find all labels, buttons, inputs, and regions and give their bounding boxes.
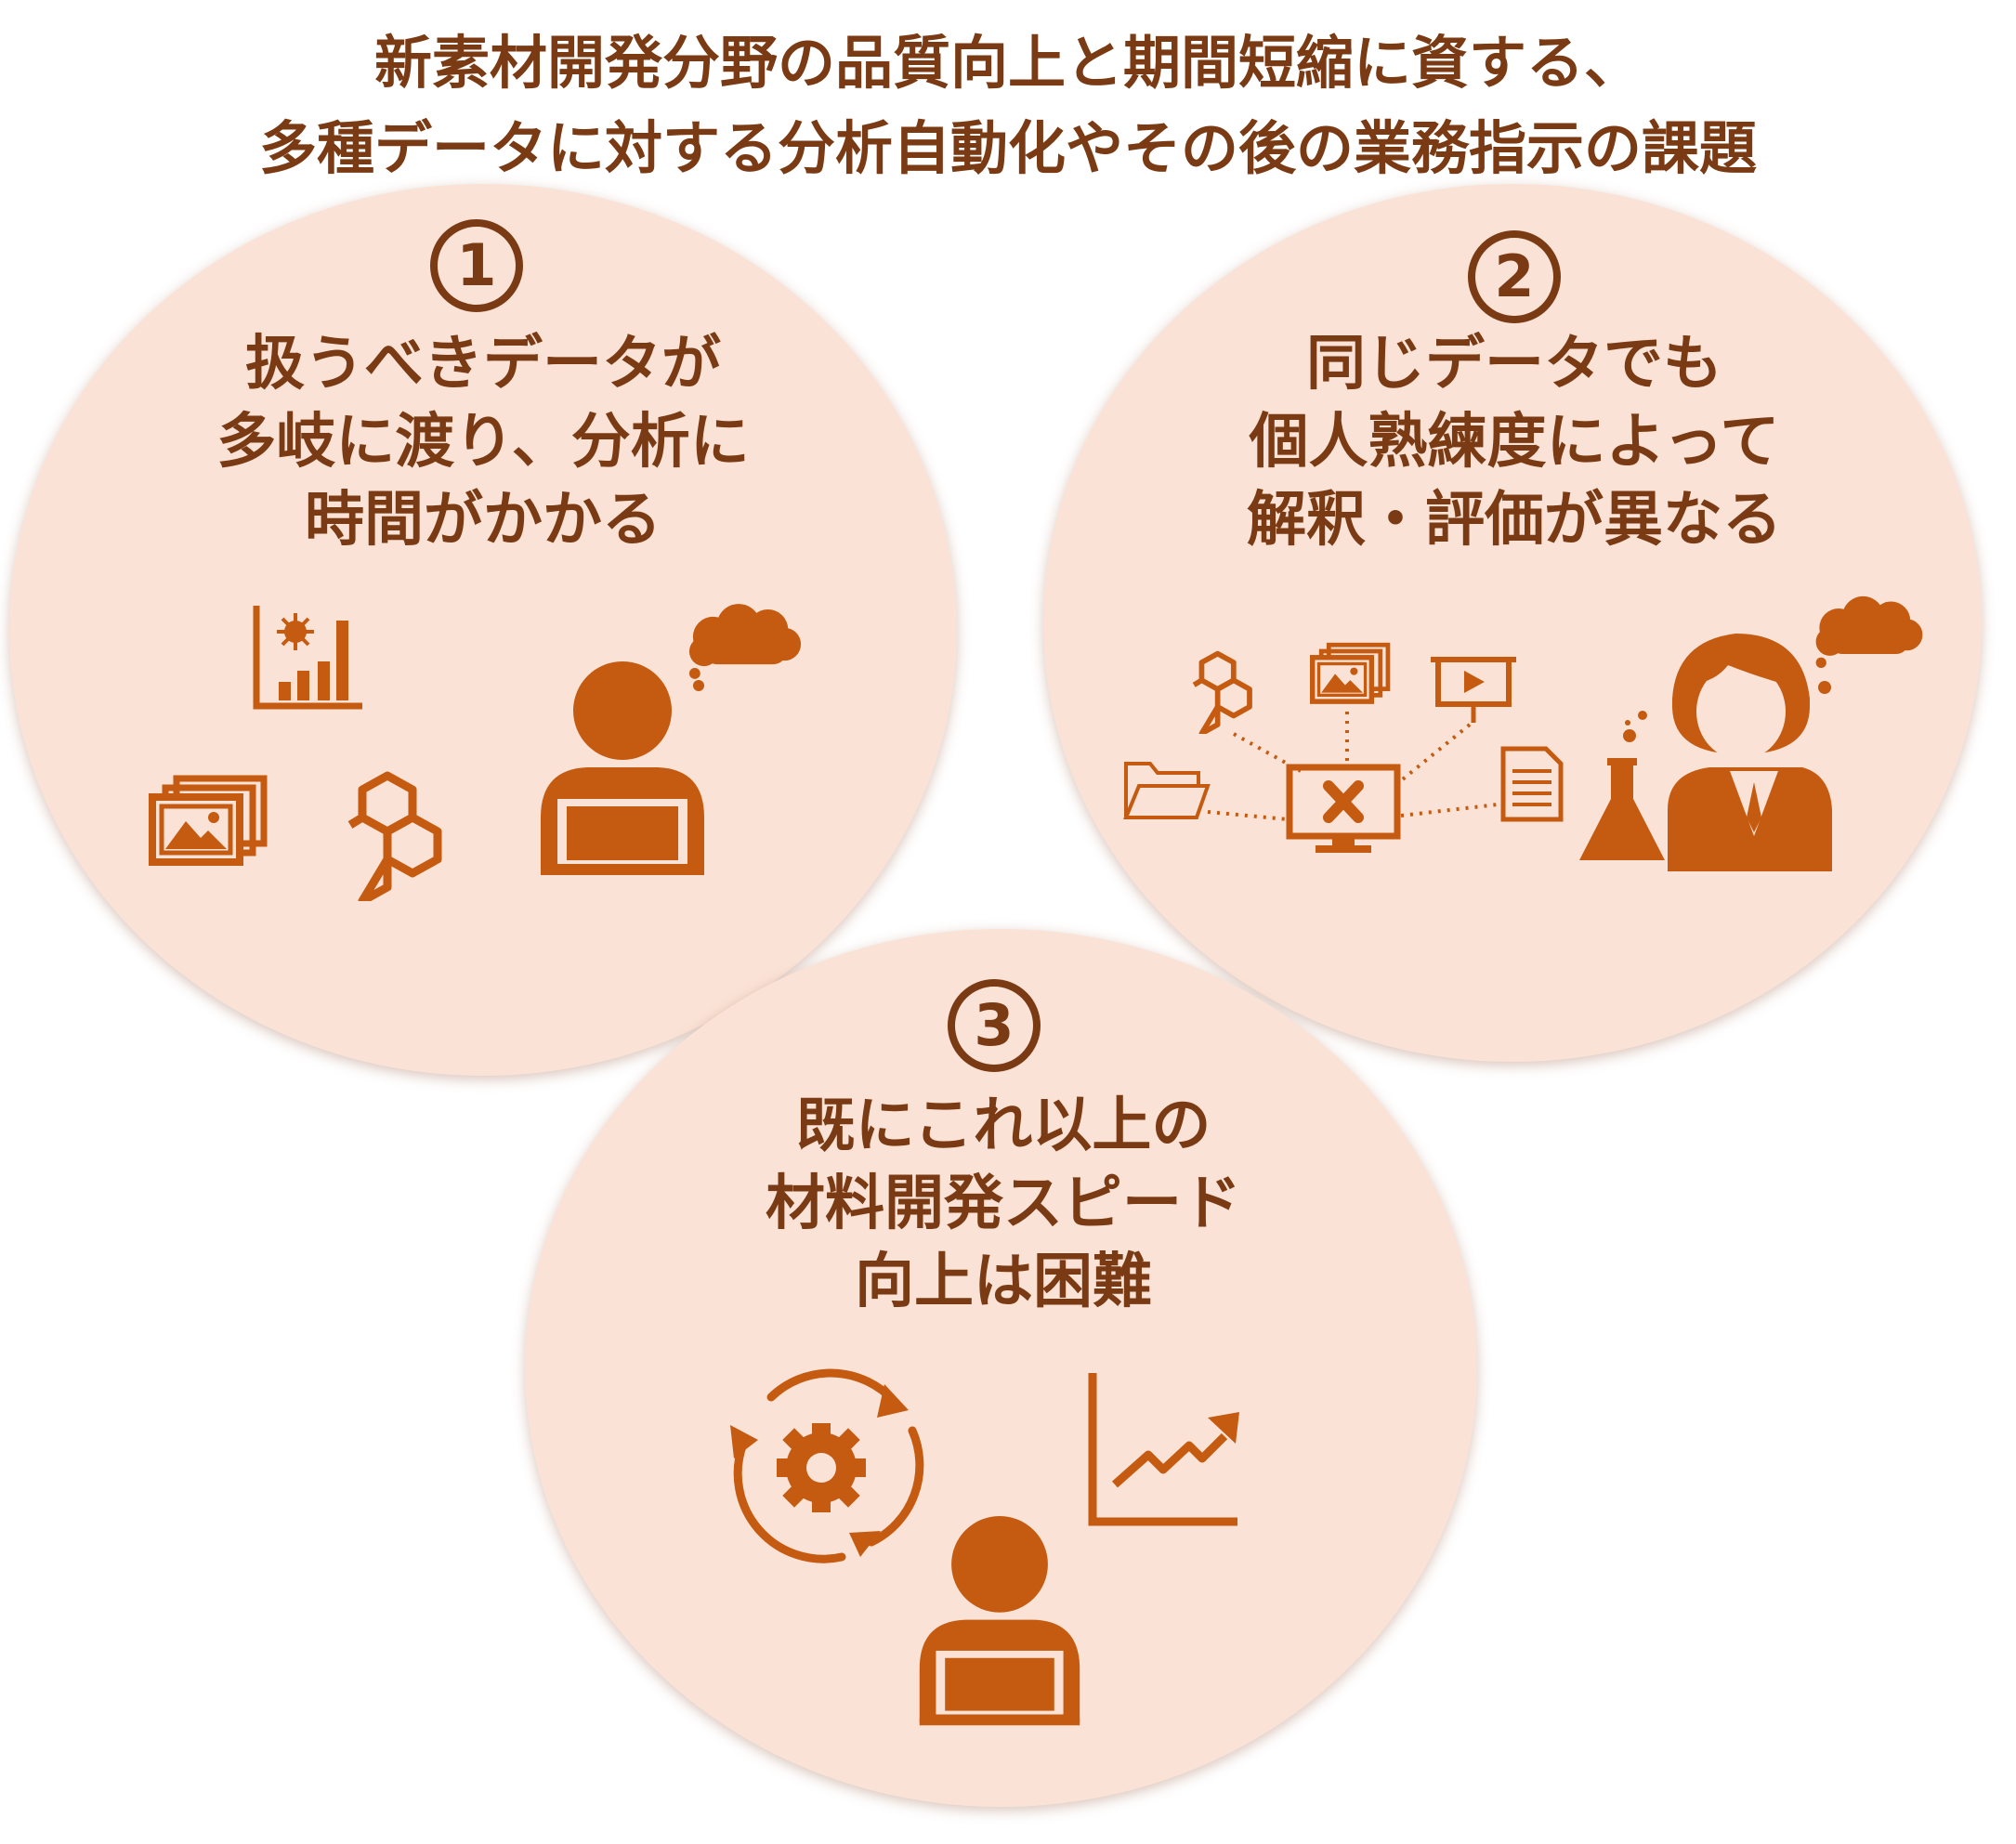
issue-number-2: 2 [1468,230,1561,323]
person-laptop-icon [919,1515,1080,1726]
molecule-icon [350,776,438,901]
title-line-2: 多種データに対する分析自動化やその後の業務指示の課題 [258,114,1757,182]
gear-cycle-icon [730,1368,924,1563]
image-icon [152,778,264,862]
issue-2-line-2: 個人熟練度によって [1249,408,1780,477]
issue-3-line-1: 既にこれ以上の [795,1092,1211,1160]
issue-number-3: 3 [948,979,1041,1072]
thought-bubble-icon [1815,595,1923,694]
issue-text-2: 同じデータでも 個人熟練度によって 解釈・評価が異なる [1124,325,1905,559]
issue-3-line-3: 向上は困難 [855,1248,1152,1316]
monitor-error-icon [1286,764,1401,853]
presentation-icon [1431,657,1516,723]
flask-icon [1579,711,1665,860]
issue-text-3: 既にこれ以上の 材料開発スピード 向上は困難 [613,1087,1394,1321]
molecule-icon [1194,654,1250,734]
issue-1-line-1: 扱うべきデータが [245,330,721,399]
scientist-icon [1668,634,1832,871]
issue-circle-1 [9,184,957,1076]
thought-bubble-icon [688,604,802,691]
folder-icon [1123,762,1211,819]
page-title: 新素材開発分野の品質向上と期間短縮に資する、 多種データに対する分析自動化やその… [0,20,2016,191]
connector-lines [1207,712,1499,821]
issue-1-line-2: 多岐に渡り、分析に [216,408,750,477]
chart-icon [253,606,362,710]
issue-2-line-1: 同じデータでも [1306,330,1722,399]
issue-1-line-3: 時間がかかる [305,486,661,555]
image-icon [1313,645,1388,701]
issue-number-1: 1 [430,219,523,312]
person-laptop-icon [541,661,704,875]
issue-3-line-2: 材料開発スピード [766,1170,1241,1238]
issue-2-line-3: 解釈・評価が異なる [1247,486,1782,555]
title-line-1: 新素材開発分野の品質向上と期間短縮に資する、 [373,29,1642,97]
document-icon [1500,746,1564,822]
issue-text-1: 扱うべきデータが 多岐に渡り、分析に 時間がかかる [102,325,864,559]
trend-chart-icon [1088,1373,1239,1526]
